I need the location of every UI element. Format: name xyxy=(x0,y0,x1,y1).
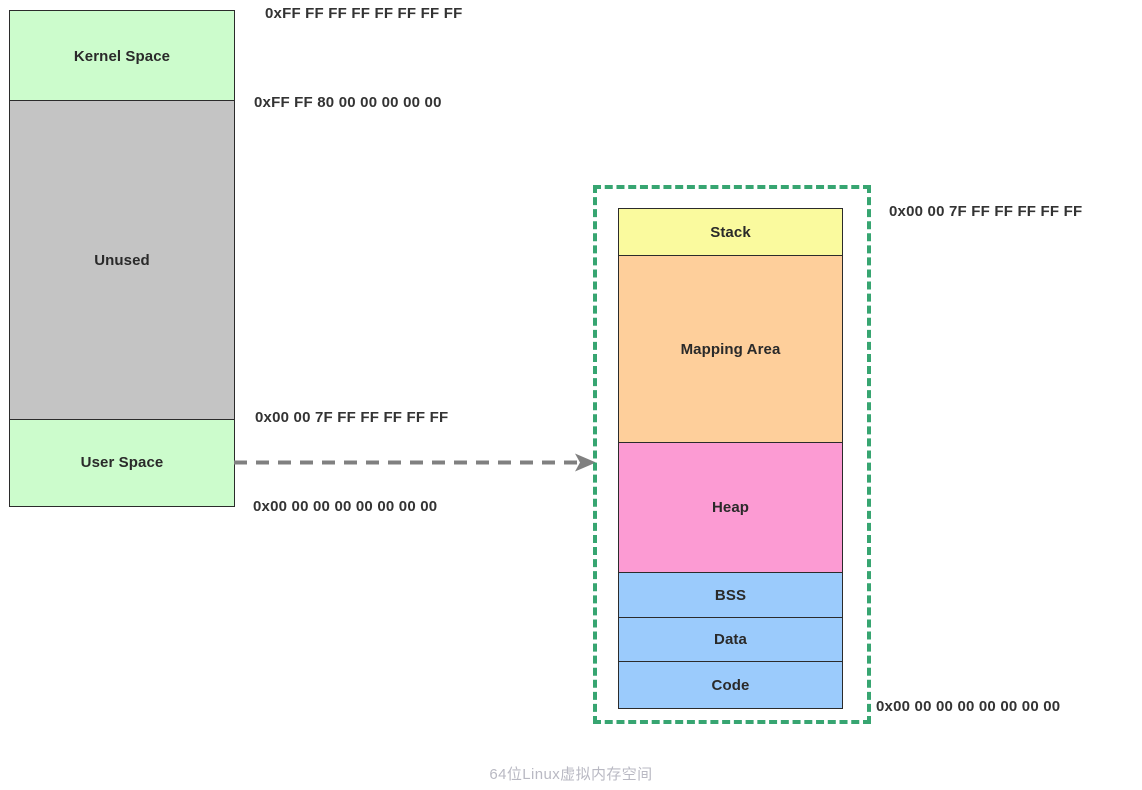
address-label-user-top: 0x00 00 7F FF FF FF FF FF xyxy=(255,409,449,426)
block-user-space-label: User Space xyxy=(80,454,164,472)
block-unused[interactable]: Unused xyxy=(9,100,235,421)
figure-caption: 64位Linux虚拟内存空间 xyxy=(489,766,653,783)
block-code[interactable]: Code xyxy=(618,661,843,709)
block-data-label: Data xyxy=(714,631,747,649)
address-label-kernel-bottom: 0xFF FF 80 00 00 00 00 00 xyxy=(254,94,442,111)
block-code-label: Code xyxy=(711,676,750,694)
block-kernel-space-label: Kernel Space xyxy=(73,47,171,65)
user-space-expansion-arrow xyxy=(234,450,599,476)
arrow-icon xyxy=(234,453,596,472)
block-user-space[interactable]: User Space xyxy=(9,418,235,507)
block-bss[interactable]: BSS xyxy=(618,572,843,619)
block-heap[interactable]: Heap xyxy=(618,441,843,574)
address-label-top: 0xFF FF FF FF FF FF FF FF xyxy=(265,5,463,22)
block-kernel-space[interactable]: Kernel Space xyxy=(9,10,235,102)
user-space-detail-column: Stack Mapping Area Heap BSS Data Code xyxy=(618,208,843,709)
block-unused-label: Unused xyxy=(94,251,150,269)
block-stack-label: Stack xyxy=(710,224,751,241)
detail-address-label-top: 0x00 00 7F FF FF FF FF FF xyxy=(889,203,1083,220)
address-space-column: Kernel Space Unused User Space xyxy=(9,10,235,507)
block-bss-label: BSS xyxy=(714,586,747,604)
block-mapping-area-label: Mapping Area xyxy=(680,340,781,358)
detail-address-label-bottom: 0x00 00 00 00 00 00 00 00 xyxy=(876,698,1061,715)
address-label-user-bottom: 0x00 00 00 00 00 00 00 00 xyxy=(253,498,438,515)
block-mapping-area[interactable]: Mapping Area xyxy=(618,255,843,444)
block-stack[interactable]: Stack xyxy=(618,208,843,257)
block-heap-label: Heap xyxy=(711,499,750,517)
user-space-detail-container xyxy=(593,185,871,724)
block-data[interactable]: Data xyxy=(618,616,843,663)
